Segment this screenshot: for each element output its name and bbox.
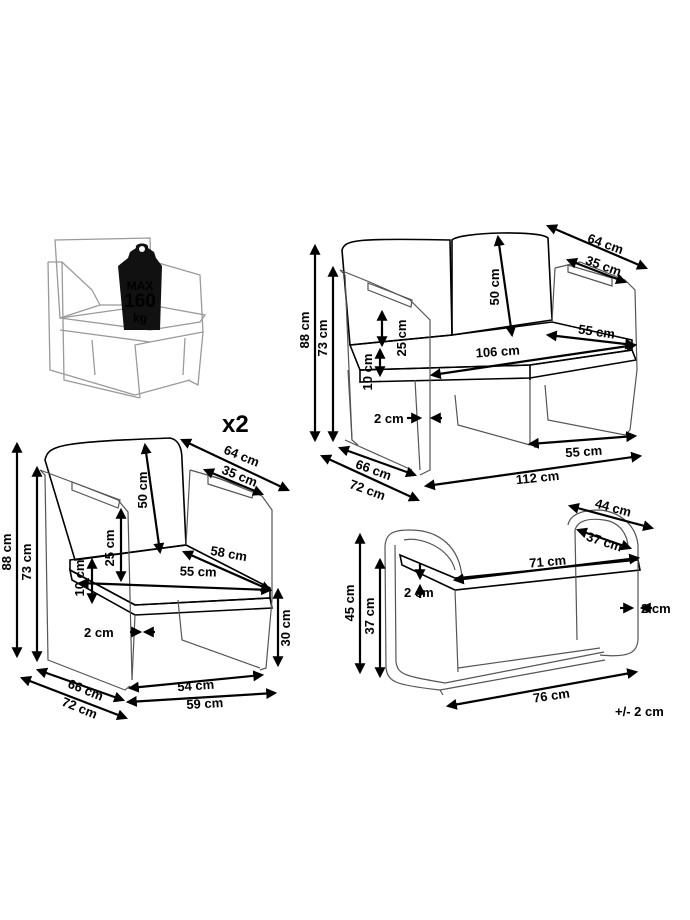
chair-inner-width-label: 54 cm: [177, 677, 215, 695]
chair-seat-back-gap-label: 25 cm: [102, 530, 117, 567]
sofa-seat-depth-label: 55 cm: [577, 322, 616, 342]
sofa-dimensions: [309, 224, 649, 502]
table-height-total-label: 45 cm: [342, 585, 357, 622]
sofa-labels: 88 cm 73 cm 50 cm 25 cm 10 cm 106 cm 55 …: [297, 230, 625, 503]
sofa-seat-back-gap-label: 25 cm: [394, 320, 409, 357]
sofa-total-width-label: 112 cm: [515, 468, 560, 487]
chair-seat-depth-label: 58 cm: [209, 543, 248, 564]
table-dimensions: [354, 502, 655, 710]
weight-max-label: MAX: [127, 279, 154, 293]
sofa-height-back-label: 73 cm: [315, 320, 330, 357]
chair-frame-thickness-label: 2 cm: [84, 625, 114, 640]
table-frame-thickness-top-label: 2 cm: [404, 585, 434, 600]
chair-seat-thickness-label: 10 cm: [72, 560, 87, 597]
table-total-width-label: 76 cm: [532, 686, 571, 706]
tolerance-note: +/- 2 cm: [615, 704, 664, 719]
weight-unit: kg: [133, 311, 147, 325]
weight-value: 160: [124, 291, 156, 312]
chair-seat-height-label: 30 cm: [278, 610, 293, 647]
chair-seat-width-label: 55 cm: [179, 563, 216, 579]
table-height-inner-label: 37 cm: [362, 598, 377, 635]
chair-total-width-label: 59 cm: [186, 695, 224, 712]
table-frame-thickness-side-label: 2 cm: [641, 601, 671, 616]
sofa-back-cushion-label: 50 cm: [487, 269, 502, 306]
weight-icon: [118, 243, 162, 330]
sofa-seat-width-label: 106 cm: [475, 342, 520, 360]
table-inner-depth-label: 37 cm: [585, 529, 625, 555]
chair-quantity-label: x2: [222, 411, 249, 438]
sofa-height-total-label: 88 cm: [297, 312, 312, 349]
chair-dimensions: [11, 438, 290, 720]
chair-back-cushion-label: 50 cm: [135, 472, 150, 509]
table-top-width-label: 71 cm: [529, 552, 567, 570]
sofa-leg-depth-label: 55 cm: [565, 443, 603, 461]
sofa-seat-thickness-label: 10 cm: [360, 354, 375, 391]
table-total-depth-label: 44 cm: [593, 496, 633, 520]
chair-height-total-label: 88 cm: [0, 534, 14, 571]
chair-height-back-label: 73 cm: [19, 544, 34, 581]
sofa-frame-thickness-label: 2 cm: [374, 411, 404, 426]
